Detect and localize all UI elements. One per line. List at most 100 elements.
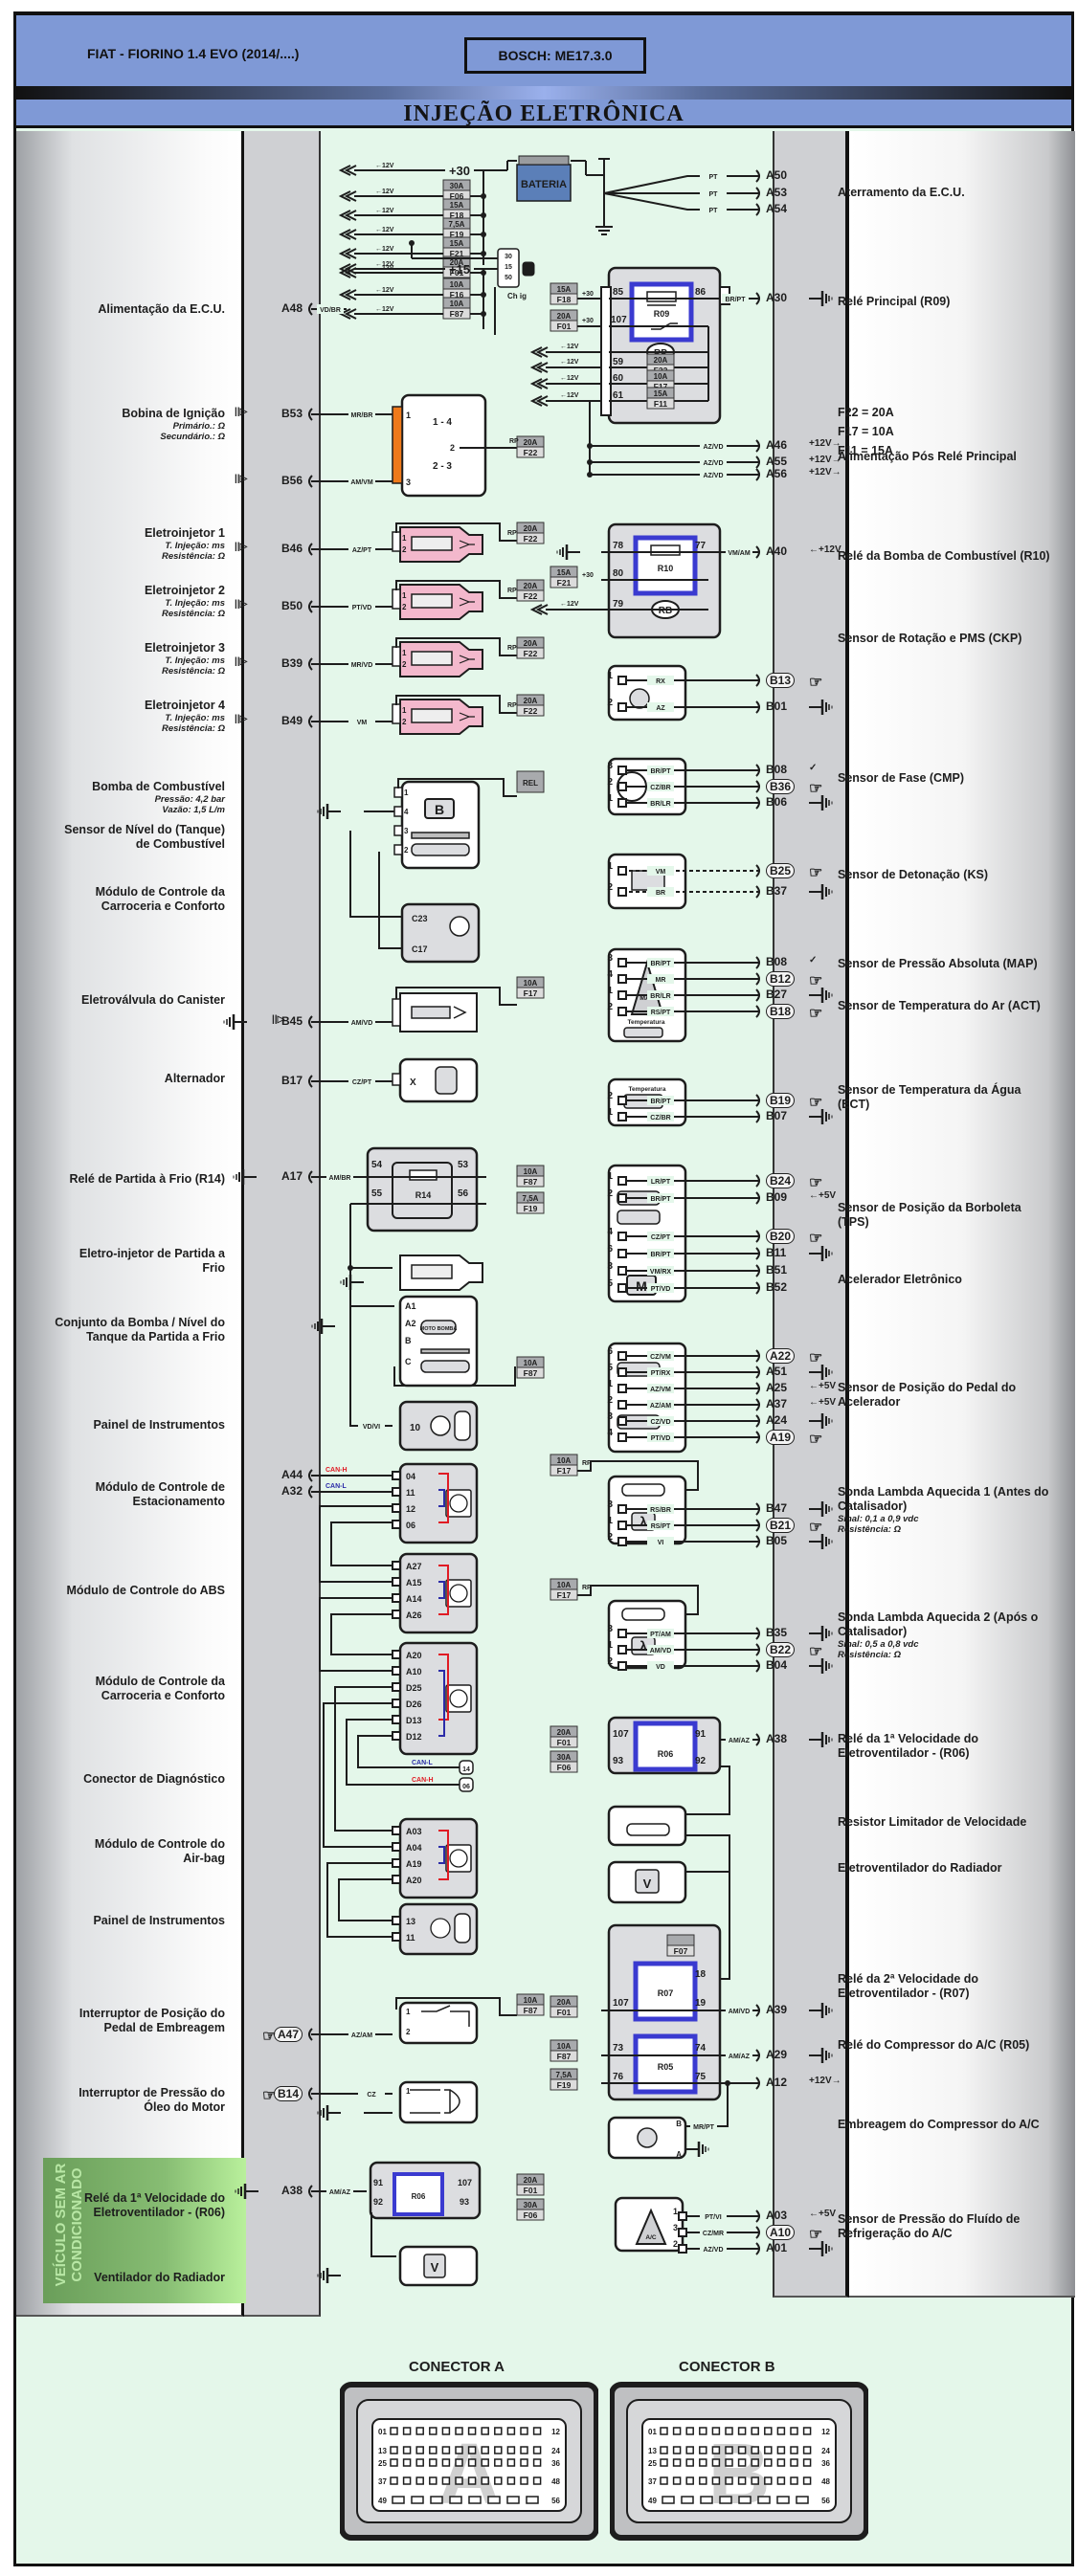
ecu-pin-B47: B47 <box>766 1501 788 1515</box>
hand-icon: ☞ <box>809 1520 823 1536</box>
hand-icon: ☞ <box>809 1350 823 1366</box>
label-title: F11 = 15A <box>838 444 894 457</box>
connector-pin-slot <box>468 2496 482 2504</box>
+5v-icon: ←+5V <box>809 1381 837 1391</box>
hand-icon: ☞ <box>809 1006 823 1022</box>
label-title: Relé de Partida à Frio (R14) <box>69 1172 225 1186</box>
ecu-pin-B39: B39 <box>280 656 303 670</box>
ecu-pin-column-left <box>244 131 321 2317</box>
connector-pin-slot <box>711 2446 721 2454</box>
ecu-pin-A50: A50 <box>766 168 788 182</box>
connector-pin-slot <box>390 2458 398 2467</box>
label-title: (ECT) <box>838 1098 870 1111</box>
hand-icon: ☞ <box>809 1231 823 1247</box>
label-title: Painel de Instrumentos <box>93 1418 225 1432</box>
label-title: Sensor de Temperatura da Água <box>838 1083 1021 1097</box>
label-detail: Resistência: Ω <box>161 551 225 562</box>
connector-pin-slot <box>737 2458 747 2467</box>
connector-pin-slot <box>751 2446 759 2454</box>
connector-pin-slot <box>429 2427 438 2435</box>
ecu-pin-B04: B04 <box>766 1658 788 1672</box>
connector-row-end: 36 <box>551 2459 560 2468</box>
label-title: Módulo de Controle do <box>94 1837 225 1851</box>
connector-pin-slot <box>411 2496 424 2504</box>
ecu-pin-A24: A24 <box>766 1413 788 1427</box>
connector-row-end: 24 <box>821 2447 830 2455</box>
label-title: Conector de Diagnóstico <box>83 1772 225 1786</box>
connector-pin-slot <box>685 2446 694 2454</box>
ecu-pin-B50: B50 <box>280 599 303 612</box>
connector-row-start: 01 <box>378 2428 387 2436</box>
label-title: Eletroventilador - (R06) <box>838 1746 970 1760</box>
connector-pin-slot <box>520 2427 528 2435</box>
connector-pin-slot <box>415 2446 424 2454</box>
ecu-pin-B08: B08 <box>766 763 788 776</box>
right-label-panel <box>849 131 1075 2298</box>
connector-pin-slot <box>764 2446 773 2454</box>
label-title: Catalisador) <box>838 1499 908 1513</box>
ecu-pin-A40: A40 <box>766 544 788 558</box>
connector-pin-slot <box>672 2476 682 2485</box>
connector-pin-slot <box>764 2427 773 2435</box>
connector-pin-slot <box>802 2446 812 2454</box>
connector-pin-slot <box>699 2427 707 2435</box>
ecu-pin-B19: B19 <box>766 1093 796 1108</box>
label-title: Sensor de Fase (CMP) <box>838 771 964 785</box>
label-title: Eletroinjetor 1 <box>144 526 225 540</box>
section-title: INJEÇÃO ELETRÔNICA <box>16 100 1071 128</box>
connector-pin-slot <box>455 2446 463 2454</box>
connector-pin-slot <box>402 2446 412 2454</box>
label-title: Relé da 1ª Velocidade do <box>838 1732 979 1745</box>
label-title: Eletroventilador do Radiador <box>838 1861 1002 1875</box>
connector-pin-slot <box>660 2476 668 2485</box>
connector-pin-slot <box>725 2458 733 2467</box>
left-label-0: Alimentação da E.C.U. <box>98 302 225 317</box>
left-label-panel <box>16 131 244 2317</box>
label-title: Alimentação da E.C.U. <box>98 302 225 316</box>
label-title: Refrigeração do A/C <box>838 2227 953 2240</box>
right-label-5: Alimentação Pós Relé Principal <box>838 450 1017 464</box>
connector-pin-slot <box>467 2446 477 2454</box>
label-title: Relé do Compressor do A/C (R05) <box>838 2038 1030 2052</box>
ecu-pin-A12: A12 <box>766 2076 788 2089</box>
connector-pin-slot <box>390 2476 398 2485</box>
ecu-pin-A32: A32 <box>280 1484 303 1498</box>
connector-pin-slot <box>506 2427 516 2435</box>
right-label-4: F11 = 15A <box>838 444 893 458</box>
connector-row-start: 49 <box>378 2497 387 2505</box>
signal-hand-icon: ☞ <box>262 2029 277 2045</box>
connector-pin-slot <box>699 2446 707 2454</box>
ecu-pin-B56: B56 <box>280 474 303 487</box>
label-title: Ventilador do Radiador <box>94 2271 225 2284</box>
connector-title-a: CONECTOR A <box>409 2359 505 2375</box>
connector-pin-slot <box>449 2496 462 2504</box>
hand-icon: ☞ <box>809 675 823 691</box>
right-label-7: Sensor de Rotação e PMS (CKP) <box>838 632 1021 646</box>
ecu-pin-A44: A44 <box>280 1468 303 1481</box>
power-in-icon: ←+12V <box>809 544 841 555</box>
label-title: Eletroinjetor 2 <box>144 584 225 597</box>
ac-variant-box: VEÍCULO SEM AR CONDICIONADO <box>43 2158 246 2303</box>
connector-row-start: 01 <box>648 2428 657 2436</box>
ecu-pin-A30: A30 <box>766 291 788 304</box>
ecu-pin-B12: B12 <box>766 971 796 987</box>
ecu-pin-A51: A51 <box>766 1365 788 1378</box>
ecu-pin-B21: B21 <box>766 1518 796 1533</box>
connector-pin-slot <box>441 2427 451 2435</box>
connector-pin-slot <box>429 2446 438 2454</box>
label-title: F22 = 20A <box>838 406 894 419</box>
ecu-pin-B09: B09 <box>766 1190 788 1204</box>
connector-pin-slot <box>802 2427 812 2435</box>
check-icon: ✓ <box>809 763 818 773</box>
connector-pin-slot <box>660 2458 668 2467</box>
label-title: Air-bag <box>183 1852 225 1865</box>
ecu-pin-B51: B51 <box>766 1263 788 1277</box>
ecu-pin-A54: A54 <box>766 202 788 215</box>
label-detail: Resistência: Ω <box>838 1650 902 1660</box>
